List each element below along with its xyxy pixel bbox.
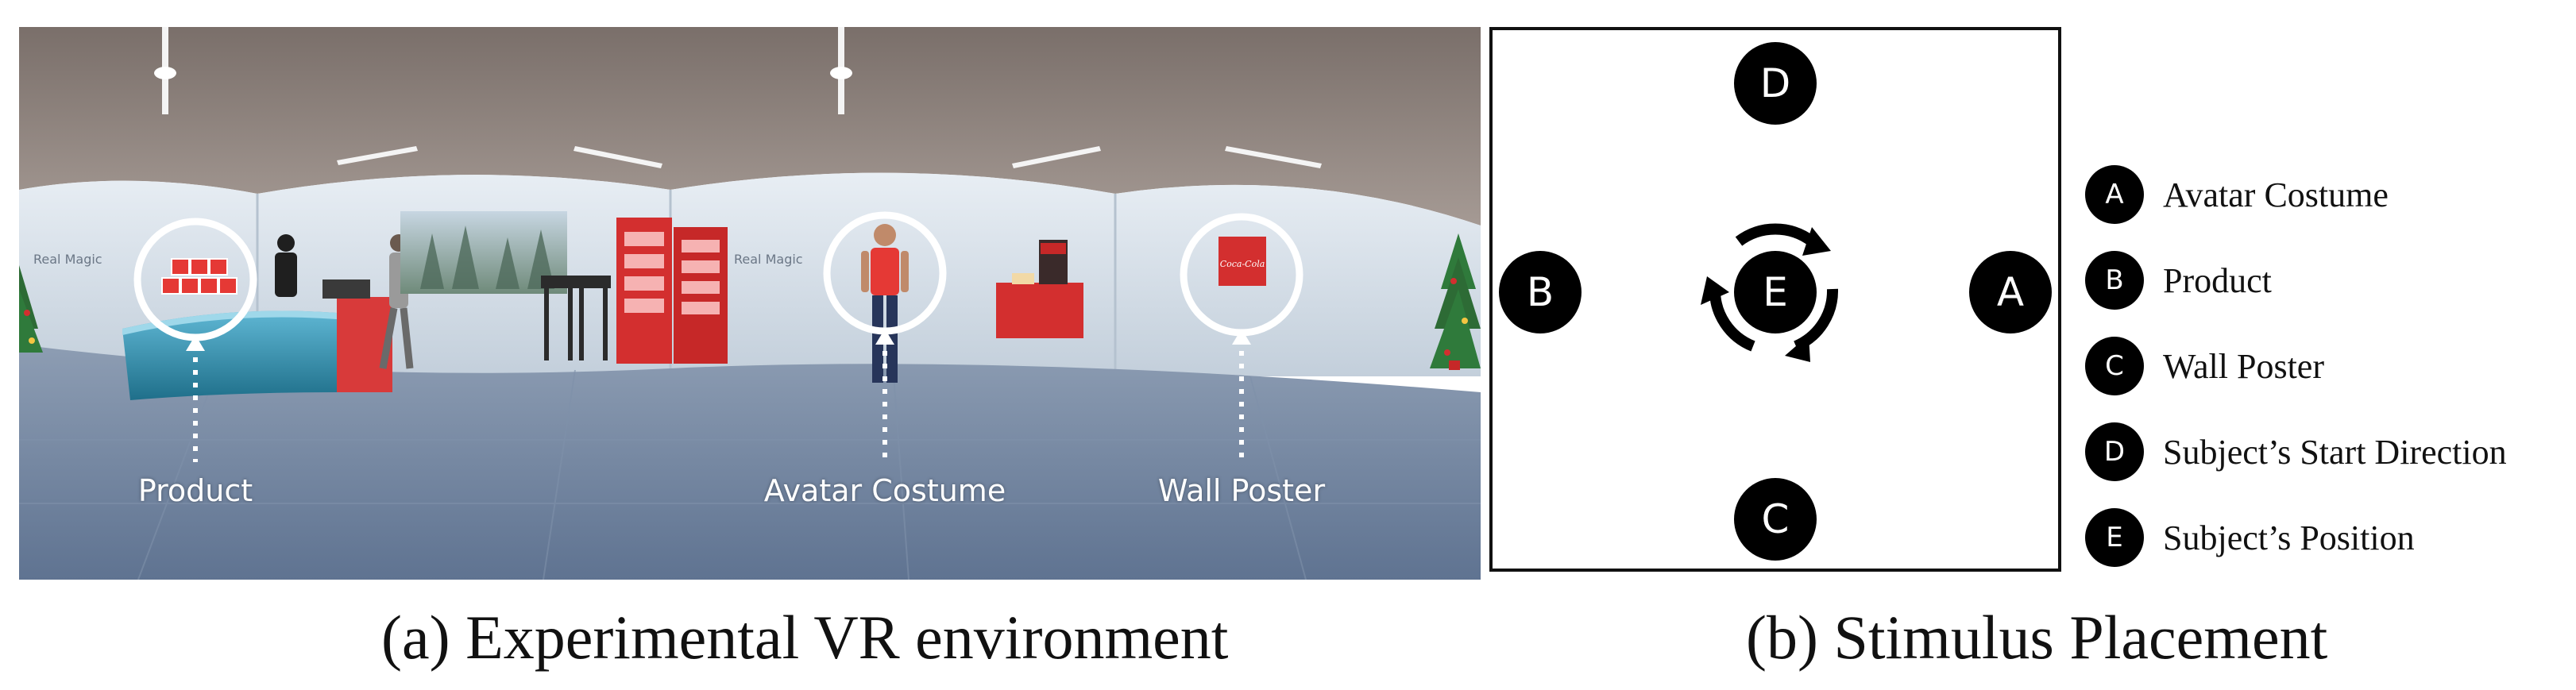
legend-label-d: Subject’s Start Direction [2163,432,2507,472]
caption-stimulus-placement: (b) Stimulus Placement [1746,603,2328,672]
christmas-tree-right-icon [1430,233,1481,370]
poster-logo-text: Coca-Cola [1220,259,1265,269]
legend-label-a: Avatar Costume [2163,175,2389,214]
caption-vr-environment: (a) Experimental VR environment [381,603,1229,672]
coffee-machine-table [996,240,1083,338]
legend-badge-d: D [2085,422,2144,481]
stimulus-placement-box: D B A C E [1489,27,2061,572]
legend-badge-c: C [2085,337,2144,395]
avatar-pointer-arrowhead [875,329,894,345]
product-pointer-arrowhead [186,335,205,351]
bar-stools [541,276,611,360]
node-e: E [1734,251,1817,333]
node-b: B [1499,251,1582,333]
legend-label-c: Wall Poster [2163,346,2324,386]
product-counter [122,279,392,400]
legend-badge-e: E [2085,508,2144,567]
ceiling-lights [154,27,1322,168]
clerk-person-icon [275,234,297,297]
wall-poster-label: Wall Poster [1157,473,1326,508]
product-label: Product [137,473,253,508]
ceiling [19,27,1481,226]
avatar-costume-label: Avatar Costume [763,473,1006,508]
vr-environment-panorama: Real Magic Real Magic [19,27,1481,580]
wall-text-left: Real Magic [33,252,102,267]
vending-fridges [616,218,728,364]
floor [19,345,1481,580]
avatar-figure-icon [861,224,909,383]
legend-badge-a: A [2085,165,2144,224]
node-c: C [1734,478,1817,561]
legend-item-c: C Wall Poster [2085,337,2324,395]
forest-poster [400,211,567,294]
poster-pointer-arrowhead [1232,329,1251,345]
legend-badge-b: B [2085,251,2144,310]
node-a: A [1969,251,2052,333]
wall-text-right: Real Magic [734,252,803,267]
rotation-arrows-icon [1701,223,1839,362]
legend-label-b: Product [2163,260,2272,300]
legend-label-e: Subject’s Position [2163,518,2415,557]
product-boxes-icon [161,258,238,295]
legend-item-d: D Subject’s Start Direction [2085,422,2507,481]
legend-item-e: E Subject’s Position [2085,508,2415,567]
node-d: D [1734,42,1817,125]
christmas-tree-left-icon [19,265,43,353]
legend-item-b: B Product [2085,251,2272,310]
coca-cola-poster: Coca-Cola [1218,237,1266,286]
legend-item-a: A Avatar Costume [2085,165,2389,224]
